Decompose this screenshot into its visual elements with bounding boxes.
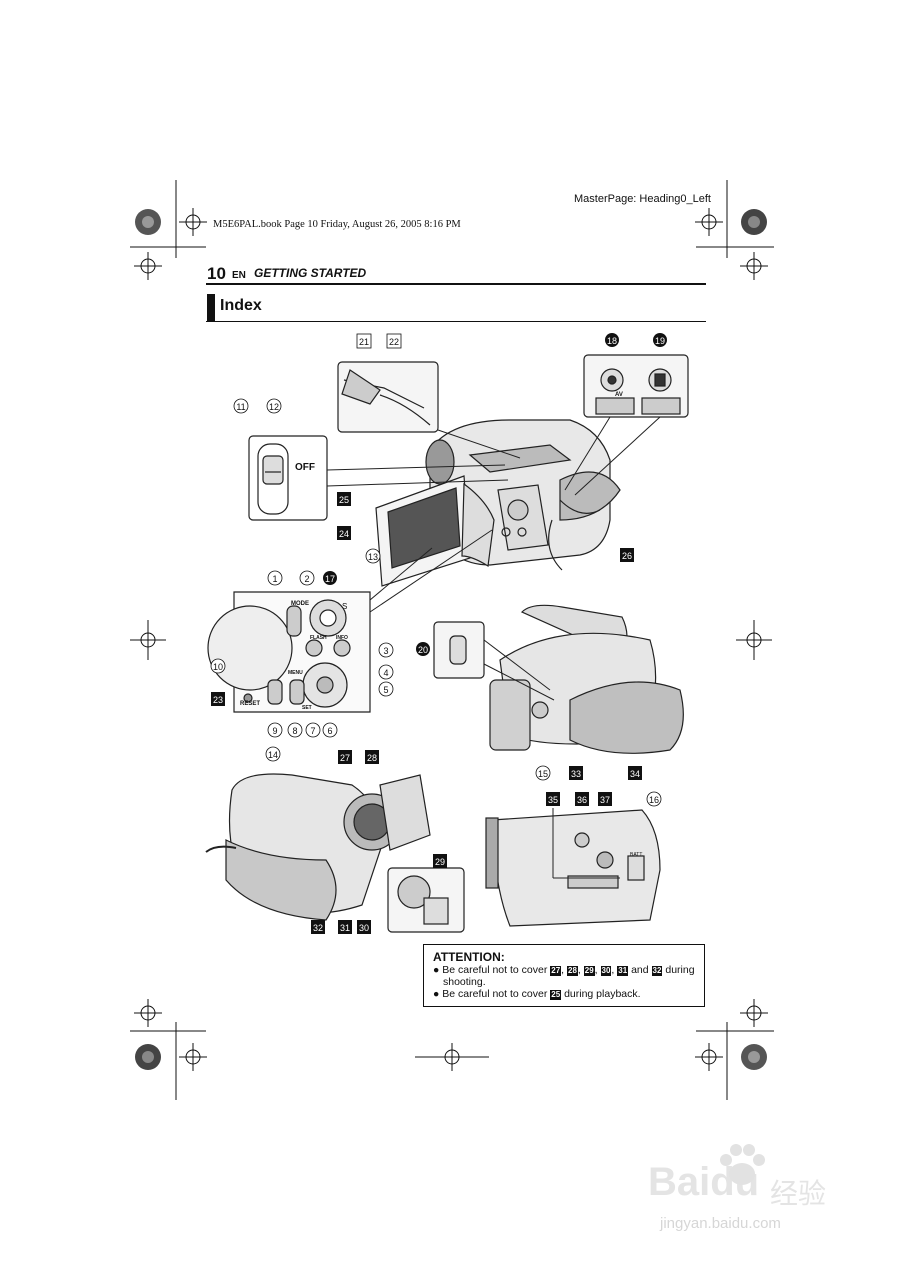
- svg-text:30: 30: [359, 923, 369, 933]
- off-label: OFF: [295, 462, 315, 473]
- svg-text:3: 3: [383, 646, 388, 656]
- callout-outline-box-set: 21 22: [356, 333, 402, 349]
- watermark-cn: 经验: [770, 1178, 827, 1209]
- mode-label: MODE: [291, 601, 309, 607]
- attention-item-1-line2: shooting.: [443, 976, 486, 988]
- header-rule: [206, 283, 706, 285]
- starburst-corners: [135, 209, 767, 1070]
- attention-item-2-prefix: Be careful not to cover: [442, 988, 548, 1000]
- callout-circled-set: 11 12 13 14 15 16 1 2 3 4 5 6 7 8 9 10: [210, 398, 662, 807]
- svg-text:23: 23: [213, 695, 223, 705]
- svg-text:18: 18: [607, 336, 617, 346]
- svg-text:29: 29: [435, 857, 445, 867]
- svg-text:27: 27: [340, 753, 350, 763]
- menu-label: MENU: [288, 670, 303, 676]
- camcorder-main-view: [326, 419, 621, 587]
- section-title: GETTING STARTED: [254, 266, 367, 280]
- inset-top-switch: [337, 361, 439, 433]
- file-info: M5E6PAL.book Page 10 Friday, August 26, …: [213, 219, 461, 230]
- svg-text:19: 19: [655, 336, 665, 346]
- svg-text:20: 20: [418, 645, 428, 655]
- ref-30: 30: [600, 966, 612, 976]
- svg-text:31: 31: [340, 923, 350, 933]
- inset-lens-closeup: [387, 867, 465, 933]
- svg-text:37: 37: [600, 795, 610, 805]
- ref-28: 28: [567, 966, 578, 976]
- attention-item-1: ● Be careful not to cover 27, 28, 29, 30…: [433, 964, 695, 976]
- svg-text:6: 6: [327, 726, 332, 736]
- svg-text:2: 2: [304, 574, 309, 584]
- ref-29: 29: [583, 966, 595, 976]
- svg-text:12: 12: [269, 402, 279, 412]
- svg-text:9: 9: [272, 726, 277, 736]
- svg-text:10: 10: [213, 662, 223, 672]
- svg-text:11: 11: [236, 402, 245, 412]
- camcorder-bottom-view: [485, 808, 661, 927]
- svg-text:36: 36: [577, 795, 587, 805]
- set-label: SET: [302, 705, 312, 711]
- attention-title: ATTENTION:: [433, 950, 505, 964]
- master-page-label: MasterPage: Heading0_Left: [574, 193, 711, 205]
- attention-item-1-prefix: Be careful not to cover: [442, 964, 548, 976]
- camcorder-side-view: [433, 604, 684, 754]
- svg-text:33: 33: [571, 769, 581, 779]
- svg-text:22: 22: [389, 337, 399, 347]
- title-bar: [207, 294, 215, 322]
- svg-text:35: 35: [548, 795, 558, 805]
- reset-label: RESET: [240, 701, 261, 707]
- camcorder-front-view: [205, 773, 431, 921]
- svg-text:4: 4: [383, 668, 388, 678]
- svg-text:34: 34: [630, 769, 640, 779]
- page-number: 10: [207, 264, 226, 283]
- svg-text:7: 7: [310, 726, 315, 736]
- page-title: Index: [220, 297, 262, 314]
- attention-item-2: ● Be careful not to cover 25 during play…: [433, 988, 641, 1000]
- svg-text:16: 16: [649, 795, 659, 805]
- svg-text:15: 15: [538, 769, 548, 779]
- language-label: EN: [232, 270, 246, 281]
- flash-label: FLASH: [310, 635, 327, 641]
- batt-label: BATT.: [630, 852, 644, 858]
- ref-27: 27: [550, 966, 562, 976]
- av-label: AV: [615, 392, 623, 398]
- ref-31: 31: [617, 966, 629, 976]
- attention-item-2-suffix: during playback.: [564, 988, 641, 1000]
- svg-text:24: 24: [339, 529, 349, 539]
- svg-text:5: 5: [383, 685, 388, 695]
- inset-control-panel: [207, 529, 493, 713]
- svg-text:14: 14: [268, 750, 278, 760]
- inset-power-switch: [248, 435, 328, 521]
- svg-text:17: 17: [325, 574, 335, 584]
- watermark-url: jingyan.baidu.com: [660, 1215, 781, 1232]
- title-rule: [206, 321, 706, 322]
- svg-text:32: 32: [313, 923, 323, 933]
- attention-item-1-suffix: during: [665, 964, 695, 976]
- svg-text:13: 13: [368, 552, 378, 562]
- inset-av-jacks: [564, 354, 689, 496]
- svg-text:21: 21: [359, 337, 369, 347]
- s-label: S: [342, 602, 348, 611]
- svg-text:28: 28: [367, 753, 377, 763]
- callout-filled-box-set: 23 24 25 26 27 28 29 30 31 32 33 34 35 3…: [211, 492, 642, 934]
- svg-text:1: 1: [272, 574, 277, 584]
- svg-text:25: 25: [339, 495, 349, 505]
- info-label: INFO: [336, 635, 348, 641]
- attention-item-1-and: and: [631, 964, 649, 976]
- paw-icon: [720, 1144, 765, 1185]
- svg-text:8: 8: [292, 726, 297, 736]
- callout-filled-circle-set: 17 18 19 20: [323, 333, 667, 656]
- svg-text:26: 26: [622, 551, 632, 561]
- ref-25: 25: [550, 990, 562, 1000]
- attention-box: ATTENTION: ● Be careful not to cover 27,…: [423, 944, 705, 1007]
- ref-32: 32: [651, 966, 663, 976]
